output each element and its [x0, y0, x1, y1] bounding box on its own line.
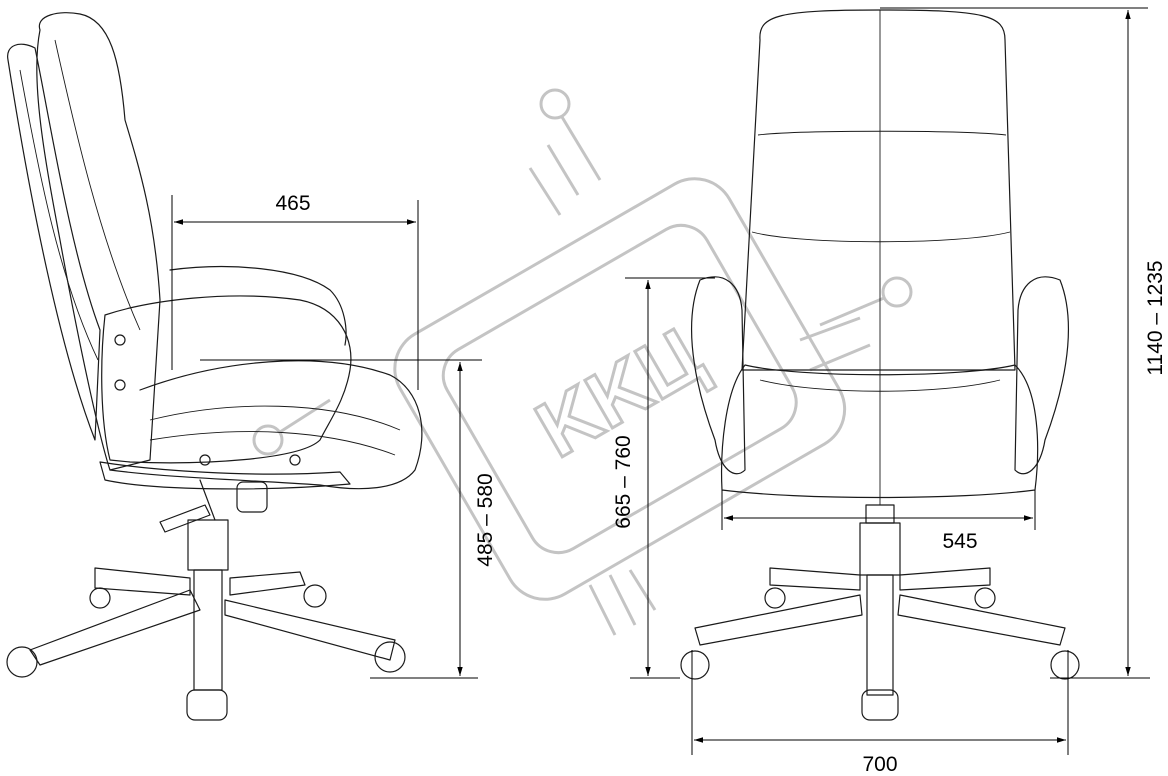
chair-front-view	[680, 9, 1080, 721]
chair-side-view	[6, 12, 423, 721]
dimension-base-width: 700	[862, 753, 897, 776]
dimension-lines	[171, 7, 1150, 755]
dimension-total-height: 1140 – 1235	[1144, 260, 1167, 375]
dimension-seat-width: 545	[942, 530, 977, 553]
watermark-logo: KKЦ	[252, 88, 913, 636]
dimension-armrest-height: 665 – 760	[612, 435, 635, 528]
dimension-seat-height: 485 – 580	[474, 473, 497, 566]
dimension-seat-depth: 465	[275, 192, 310, 215]
